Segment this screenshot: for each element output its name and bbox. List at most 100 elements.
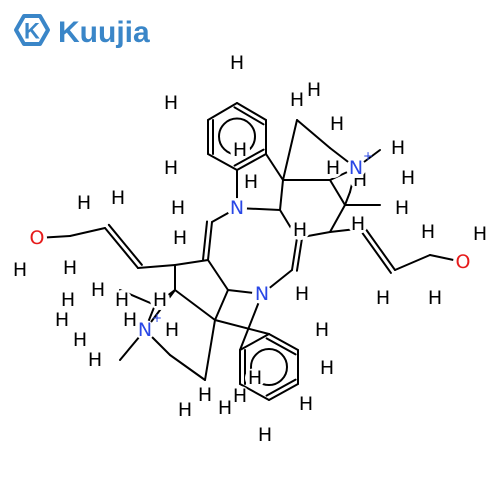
atom-label-backdrop [327,114,347,134]
atom-label-backdrop [296,394,316,414]
atom-label-backdrop [241,172,261,192]
hydrogen-atom-label: H [173,227,187,249]
hydrogen-atom-label: H [320,357,334,379]
nitrogen-atom-label: N [230,197,244,219]
atom-label-backdrop [70,330,90,350]
atom-label-backdrop [470,224,490,244]
atom-label-backdrop [292,284,312,304]
atom-label-backdrop [227,53,247,73]
nitrogen-atom-label: N [349,157,363,179]
bond [329,204,346,233]
atom-label-backdrop [161,93,181,113]
atom-label-backdrop [425,288,445,308]
bond [214,289,229,321]
atom-label-backdrop [348,214,368,234]
bond [202,220,209,261]
atom-label-backdrop [245,368,265,388]
atom-label-backdrop [398,168,418,188]
atom-label-backdrop [227,198,247,218]
hydrogen-atom-label: H [293,219,307,241]
hydrogen-atom-label: H [115,289,129,311]
oxygen-atom-label: O [456,251,471,273]
hydrogen-atom-label: H [111,187,125,209]
atom-label-backdrop [108,188,128,208]
bond [233,106,265,126]
bond [107,223,143,266]
atom-label-backdrop [52,310,72,330]
nitrogen-atom-label: N [138,319,152,341]
atom-label-backdrop [170,228,190,248]
atom-label-backdrop [290,220,310,240]
hydrogen-atom-label: H [230,52,244,74]
bond [344,191,351,206]
hydrogen-atom-label: H [153,289,167,311]
atom-label-backdrop [60,258,80,278]
hydrogen-atom-label: H [315,319,329,341]
bond [394,254,431,271]
hydrogen-atom-label: H [248,367,262,389]
atom-label-backdrop [175,400,195,420]
charge-label: + [363,149,373,163]
atom-label-backdrop [215,398,235,418]
nitrogen-atom-label: N [255,283,269,305]
bond [265,337,297,356]
hydrogen-atom-label: H [307,79,321,101]
atom-label-backdrop [312,320,332,340]
hydrogen-atom-label: H [299,393,313,415]
hydrogen-atom-label: H [428,287,442,309]
hydrogen-atom-label: H [391,137,405,159]
hydrogen-atom-label: H [233,385,247,407]
logo-wordmark: Kuujia [58,16,150,49]
bond [137,264,176,269]
bond [268,333,299,351]
oxygen-atom-label: O [30,227,45,249]
bond [174,289,216,321]
bond [69,227,106,237]
atom-label-backdrop [317,358,337,378]
hydrogen-atom-label: H [164,92,178,114]
bond [207,259,229,291]
bond [233,148,265,167]
atom-label-backdrop [135,320,155,340]
bond [207,153,238,171]
bond [359,229,392,274]
hydrogen-atom-label: H [295,283,309,305]
hydrogen-atom-label: H [244,171,258,193]
charge-label: + [152,311,162,325]
bond [236,102,267,121]
hydrogen-atom-label: H [61,289,75,311]
hydrogen-atom-label: H [473,223,487,245]
hydrogen-atom-label: H [258,424,272,446]
atom-label-backdrop [255,425,275,445]
aromatic-ring [250,348,288,386]
hydrogen-atom-label: H [123,309,137,331]
bond [207,102,238,121]
hydrogen-atom-label: H [326,157,340,179]
hydrogen-atom-label: H [171,197,185,219]
atom-label-backdrop [88,280,108,300]
bond [296,119,331,149]
hydrogen-atom-label: H [421,221,435,243]
atom-label-backdrop [252,284,272,304]
atom-label-backdrop [120,310,140,330]
bond [279,179,284,211]
atom-label-backdrop [161,158,181,178]
bond [265,153,284,181]
hydrogen-atom-label: H [351,213,365,235]
bond [104,227,139,269]
logo-mark: K [24,19,40,44]
bond [239,383,270,401]
atom-label-backdrop [27,228,47,248]
bond [174,259,209,266]
bond [265,378,297,397]
atom-label-backdrop [168,198,188,218]
logo-hexagon-icon [14,14,50,46]
bond [239,293,263,351]
hydrogen-atom-label: H [233,139,247,161]
atom-label-backdrop [346,158,366,178]
atom-label-backdrop [85,350,105,370]
hydrogen-atom-label: H [376,287,390,309]
